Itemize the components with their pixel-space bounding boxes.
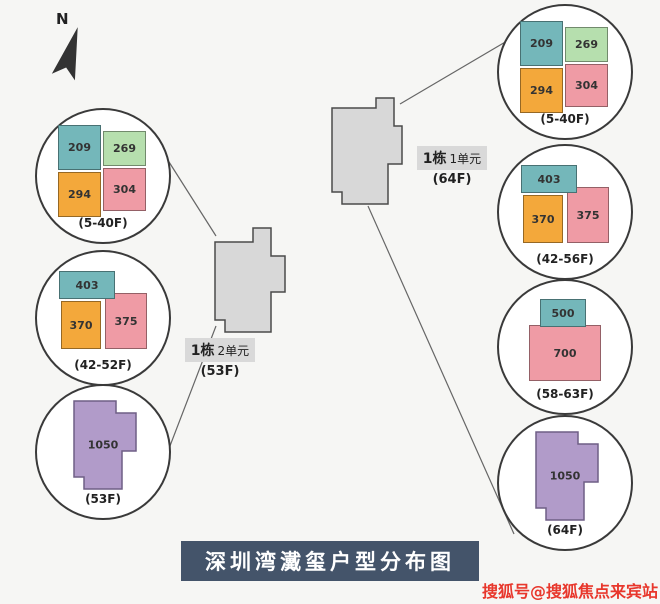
floor-range-label: (58-63F) bbox=[536, 387, 594, 401]
page-title: 深圳湾瀻玺户型分布图 bbox=[181, 541, 479, 581]
compass-north-label: N bbox=[56, 10, 69, 28]
unit-block: 375 bbox=[105, 293, 147, 349]
penthouse-shape bbox=[73, 400, 137, 490]
unit-area-label: 1050 bbox=[87, 438, 119, 452]
unit-block: 370 bbox=[523, 195, 563, 243]
tower-name: 1栋 bbox=[422, 151, 447, 167]
unit-block: 209 bbox=[520, 21, 563, 66]
floor-range-label: (53F) bbox=[85, 492, 121, 506]
floor-range-label: (42-52F) bbox=[74, 358, 132, 372]
unit-plan-circle-right-1: 209 269 294 304 (5-40F) bbox=[497, 4, 633, 140]
unit-plan-circle-left-1: 209 269 294 304 (5-40F) bbox=[35, 108, 171, 244]
unit-area-label: 269 bbox=[575, 38, 598, 51]
unit-area-label: 294 bbox=[530, 84, 553, 97]
floor-plan: 1050 bbox=[526, 430, 604, 522]
compass: N bbox=[46, 10, 94, 88]
unit-area-label: 700 bbox=[553, 346, 577, 360]
unit-plan-circle-right-3: 500 700 (58-63F) bbox=[497, 279, 633, 415]
unit-area-label: 304 bbox=[575, 79, 598, 92]
floor-plan: 500 700 bbox=[525, 299, 605, 383]
unit-area-label: 370 bbox=[531, 212, 555, 226]
unit-plan-circle-left-2: 403 375 370 (42-52F) bbox=[35, 250, 171, 386]
unit-block: 403 bbox=[59, 271, 115, 299]
unit-block: 370 bbox=[61, 301, 101, 349]
unit-block: 269 bbox=[103, 131, 146, 166]
unit-area-label: 500 bbox=[551, 306, 575, 320]
floor-range-label: (64F) bbox=[547, 523, 583, 537]
unit-area-label: 304 bbox=[113, 183, 136, 196]
building-footprint-unit1 bbox=[328, 96, 404, 210]
unit-area-label: 269 bbox=[113, 142, 136, 155]
floor-range-label: (42-56F) bbox=[536, 252, 594, 266]
unit-block: 269 bbox=[565, 27, 608, 62]
penthouse-shape bbox=[535, 431, 599, 521]
unit-block: 294 bbox=[520, 68, 563, 113]
unit-plan-circle-right-4: 1050 (64F) bbox=[497, 415, 633, 551]
unit-area-label: 375 bbox=[576, 208, 600, 222]
unit-block: 209 bbox=[58, 125, 101, 170]
unit-area-label: 209 bbox=[530, 37, 553, 50]
unit-plan-circle-right-2: 403 375 370 (42-56F) bbox=[497, 144, 633, 280]
floor-plan: 209 269 294 304 bbox=[520, 21, 610, 113]
unit-area-label: 294 bbox=[68, 188, 91, 201]
compass-needle-icon bbox=[51, 27, 78, 81]
unit-area-label: 403 bbox=[75, 278, 99, 292]
unit-name: 1单元 bbox=[449, 152, 482, 166]
floor-range-label: (5-40F) bbox=[78, 216, 128, 230]
tower-name: 1栋 bbox=[190, 343, 215, 359]
unit-area-label: 403 bbox=[537, 172, 561, 186]
floor-plan: 403 375 370 bbox=[57, 271, 149, 353]
floor-plan: 1050 bbox=[64, 399, 142, 491]
building-floors: (53F) bbox=[200, 364, 240, 379]
floor-plan: 403 375 370 bbox=[519, 165, 611, 247]
unit-area-label: 1050 bbox=[549, 469, 581, 483]
building-floors: (64F) bbox=[432, 172, 472, 187]
unit-block: 700 bbox=[529, 325, 601, 381]
unit-name: 2单元 bbox=[217, 344, 250, 358]
unit-block: 294 bbox=[58, 172, 101, 217]
unit-block: 500 bbox=[540, 299, 586, 327]
unit-plan-circle-left-3: 1050 (53F) bbox=[35, 384, 171, 520]
watermark-text: 搜狐号@搜狐焦点来宾站 bbox=[481, 582, 658, 601]
floor-plan: 209 269 294 304 bbox=[58, 125, 148, 217]
floor-range-label: (5-40F) bbox=[540, 112, 590, 126]
building-footprint-unit2 bbox=[213, 226, 287, 338]
unit-area-label: 370 bbox=[69, 318, 93, 332]
unit-block: 375 bbox=[567, 187, 609, 243]
unit-block: 304 bbox=[565, 64, 608, 107]
unit-area-label: 375 bbox=[114, 314, 138, 328]
unit-area-label: 209 bbox=[68, 141, 91, 154]
unit-block: 304 bbox=[103, 168, 146, 211]
unit-block: 403 bbox=[521, 165, 577, 193]
